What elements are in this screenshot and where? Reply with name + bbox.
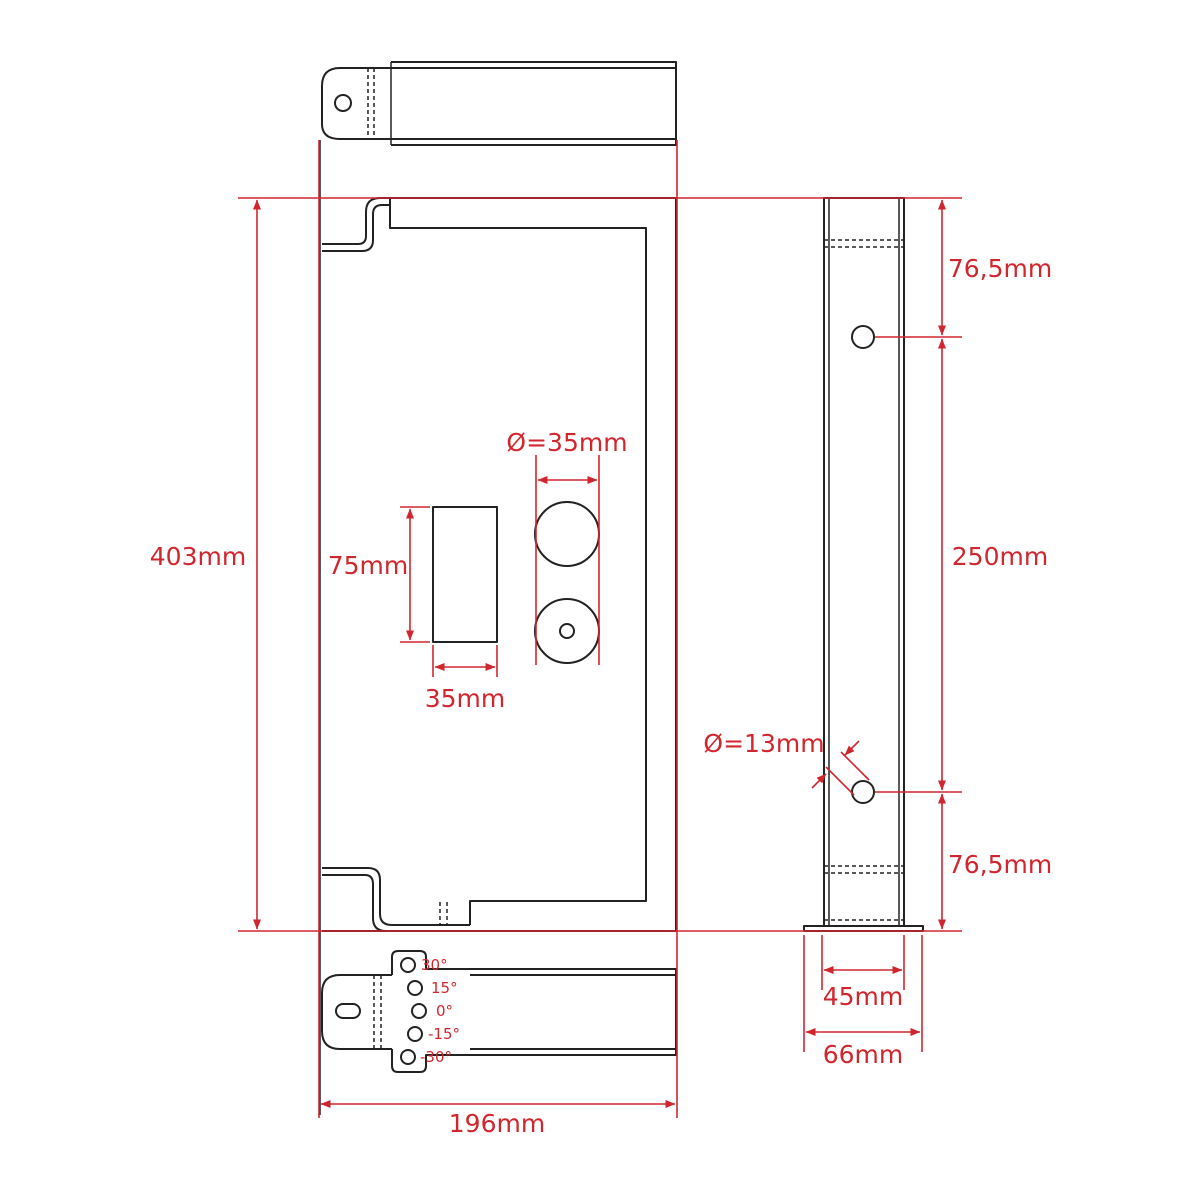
side-base-width-label: 66mm (823, 1040, 904, 1069)
bottom-bracket-slot (335, 1003, 361, 1019)
angle-label-30: 30° (421, 956, 448, 974)
bottom-bracket-view: 30° 15° 0° -15° -30° (321, 950, 677, 1073)
top-bracket-view (321, 61, 677, 146)
side-hole-spacing-label: 250mm (952, 542, 1048, 571)
slot-height-label: 75mm (328, 551, 409, 580)
large-hole-lower-center (559, 623, 575, 639)
dimension-labels: 403mm 196mm 75mm 35mm Ø=35mm Ø=13mm 76,5… (150, 254, 1052, 1138)
large-hole-lower (534, 598, 600, 664)
side-inner-width-label: 45mm (823, 982, 904, 1011)
total-width-label: 196mm (449, 1109, 545, 1138)
angle-label-minus30: -30° (420, 1048, 452, 1066)
angle-hole-minus30 (400, 1049, 416, 1065)
angle-hole-15 (407, 980, 423, 996)
slot-width-label: 35mm (425, 684, 506, 713)
side-hole-upper (851, 325, 875, 349)
small-hole-diameter-label: Ø=13mm (703, 729, 824, 758)
angle-label-minus15: -15° (428, 1025, 460, 1043)
side-bottom-offset-label: 76,5mm (948, 850, 1052, 879)
large-hole-upper (534, 501, 600, 567)
top-bracket-hole (334, 94, 352, 112)
large-hole-diameter-label: Ø=35mm (506, 428, 627, 457)
angle-hole-minus15 (407, 1026, 423, 1042)
total-height-label: 403mm (150, 542, 246, 571)
side-top-offset-label: 76,5mm (948, 254, 1052, 283)
angle-hole-0 (411, 1003, 427, 1019)
rectangular-slot (432, 506, 498, 643)
side-view (803, 197, 924, 932)
angle-hole-30 (400, 957, 416, 973)
angle-label-0: 0° (436, 1002, 453, 1020)
dimension-lines (238, 140, 962, 1118)
angle-label-15: 15° (431, 979, 458, 997)
side-hole-lower (851, 780, 875, 804)
